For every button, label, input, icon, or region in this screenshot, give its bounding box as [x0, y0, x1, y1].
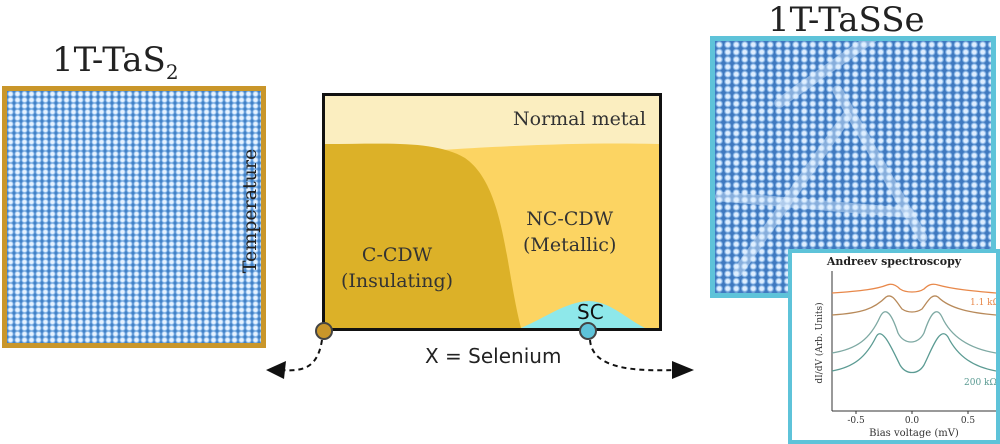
- sc-label: SC: [577, 300, 604, 324]
- curve-label-1p1kohm: 1.1 kΩ: [970, 298, 996, 308]
- normal-metal-label: Normal metal: [513, 108, 646, 130]
- domain-wall: [830, 83, 930, 245]
- left-title-subscript: 2: [165, 59, 179, 84]
- x-tick-label: -0.5: [847, 416, 865, 426]
- nccdw-label-line1: NC-CDW: [526, 208, 614, 230]
- arrow-to-tas2: [281, 339, 323, 372]
- arrow-to-tasse-head: [672, 361, 694, 379]
- y-axis-label: dI/dV (Arb. Units): [814, 302, 825, 383]
- curve-2: [831, 295, 996, 316]
- x-tick-label: 0.0: [905, 416, 920, 426]
- temperature-axis-label: Temperature: [239, 148, 261, 274]
- x-axis-label: Bias voltage (mV): [869, 428, 959, 439]
- tasse-marker-dot: [579, 322, 597, 340]
- right-material-title: 1T-TaSSe: [768, 0, 925, 40]
- andreev-inset: Andreev spectroscopy -0.5 0.0 0.5 Bias v…: [788, 249, 1000, 444]
- curve-3: [831, 311, 996, 354]
- curve-1p1kohm: [831, 283, 996, 294]
- andreev-plot: -0.5 0.0 0.5 Bias voltage (mV) dI/dV (Ar…: [814, 271, 996, 439]
- tas2-marker-dot: [315, 322, 333, 340]
- selenium-axis-label: X = Selenium: [425, 344, 562, 368]
- arrow-to-tasse: [589, 339, 675, 372]
- nccdw-label: NC-CDW (Metallic): [523, 206, 616, 258]
- curve-label-200kohm: 200 kΩ: [964, 378, 996, 388]
- ccdw-region: [325, 143, 521, 328]
- domain-wall: [772, 41, 975, 111]
- left-title-base: 1T-TaS: [52, 40, 166, 80]
- ccdw-label-line1: C-CDW: [361, 244, 433, 266]
- inset-title: Andreev spectroscopy: [826, 255, 962, 268]
- nccdw-label-line2: (Metallic): [523, 234, 617, 256]
- domain-wall: [715, 191, 915, 219]
- ccdw-label: C-CDW (Insulating): [341, 242, 453, 294]
- curve-200kohm: [831, 333, 996, 374]
- left-material-title: 1T-TaS2: [52, 40, 179, 84]
- left-stm-image: [2, 86, 266, 348]
- arrow-to-tas2-head: [266, 361, 286, 379]
- phase-regions: [325, 96, 659, 328]
- right-stm-image: [710, 36, 996, 298]
- ccdw-label-line2: (Insulating): [341, 270, 454, 292]
- phase-diagram: Normal metal C-CDW (Insulating) NC-CDW (…: [322, 93, 662, 331]
- normal-metal-region: [325, 96, 659, 158]
- sc-region: [521, 301, 645, 328]
- x-tick-label: 0.5: [961, 416, 976, 426]
